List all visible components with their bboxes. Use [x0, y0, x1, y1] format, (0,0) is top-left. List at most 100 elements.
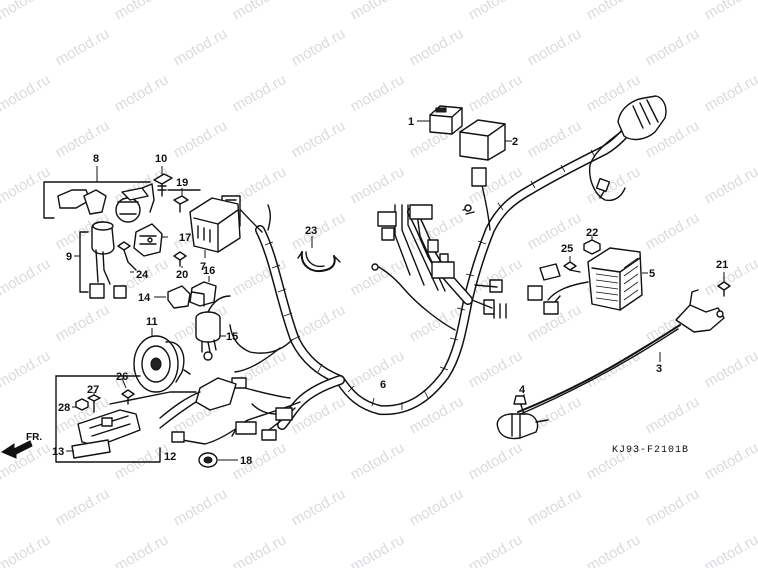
- callout-20: 20: [176, 269, 188, 281]
- watermark-text: motod.ru: [0, 163, 53, 207]
- callout-26: 26: [116, 371, 128, 383]
- part-12-handlebar-switch: [55, 375, 237, 463]
- watermark-text: motod.ru: [584, 531, 644, 568]
- watermark-text: motod.ru: [348, 163, 408, 207]
- watermark-text: motod.ru: [348, 531, 408, 568]
- watermark-text: motod.ru: [171, 485, 231, 529]
- callout-3: 3: [656, 363, 662, 375]
- front-direction-arrow: FR.: [0, 432, 42, 459]
- watermark-text: motod.ru: [171, 25, 231, 69]
- callout-23: 23: [305, 225, 317, 237]
- part-27-screw: [87, 392, 101, 413]
- watermark-text: motod.ru: [702, 439, 758, 483]
- part-11-horn: [133, 328, 191, 393]
- callout-labels: 1 2 3 4 5 6 7 8 9 10 11 12 13 14 15 16 1…: [52, 116, 728, 467]
- callout-6: 6: [380, 379, 386, 391]
- watermark-text: motod.ru: [112, 0, 172, 23]
- watermark-text: motod.ru: [289, 485, 349, 529]
- callout-7: 7: [200, 261, 206, 273]
- part-8-ignition-switch: [43, 166, 155, 223]
- watermark-text: motod.ru: [230, 531, 290, 568]
- watermark-text: motod.ru: [348, 347, 408, 391]
- callout-14: 14: [138, 292, 151, 304]
- harness-end-boot: [617, 95, 667, 141]
- part-28-nut: [72, 398, 89, 411]
- watermark-text: motod.ru: [112, 531, 172, 568]
- main-wire-harness: [171, 95, 667, 445]
- callout-15: 15: [226, 331, 238, 343]
- watermark-text: motod.ru: [643, 393, 703, 437]
- callout-9: 9: [66, 251, 72, 263]
- callout-16: 16: [203, 265, 215, 277]
- callout-28: 28: [58, 402, 70, 414]
- watermark-text: motod.ru: [407, 25, 467, 69]
- watermark-text: motod.ru: [407, 485, 467, 529]
- watermark-text: motod.ru: [53, 117, 113, 161]
- watermark-text: motod.ru: [348, 255, 408, 299]
- callout-1: 1: [408, 116, 414, 128]
- watermark-text: motod.ru: [53, 301, 113, 345]
- part-23-band: [297, 236, 341, 272]
- part-18-grommet: [198, 452, 238, 468]
- watermark-text: motod.ru: [289, 25, 349, 69]
- watermark-text: motod.ru: [466, 71, 526, 115]
- part-26-bolt: [121, 377, 135, 405]
- part-20-screw: [173, 251, 187, 268]
- watermark-text: motod.ru: [702, 163, 758, 207]
- watermark-text: motod.ru: [289, 117, 349, 161]
- callout-11: 11: [146, 316, 158, 328]
- watermark-text: motod.ru: [53, 25, 113, 69]
- watermark-text: motod.ru: [702, 0, 758, 23]
- callout-13: 13: [52, 446, 64, 458]
- watermark-text: motod.ru: [0, 255, 53, 299]
- part-3-cable: [515, 289, 725, 417]
- watermark-text: motod.ru: [0, 347, 53, 391]
- part-4-switch: [496, 394, 549, 440]
- part-16-relay: [189, 276, 217, 307]
- part-22-nut: [583, 236, 601, 255]
- watermark-text: motod.ru: [348, 439, 408, 483]
- watermark-text: motod.ru: [466, 531, 526, 568]
- watermark-text: motod.ru: [525, 117, 585, 161]
- watermark-text: motod.ru: [643, 25, 703, 69]
- part-21-bolt: [717, 272, 731, 297]
- watermark-text: motod.ru: [53, 485, 113, 529]
- callout-8: 8: [93, 153, 99, 165]
- callout-18: 18: [240, 455, 252, 467]
- callout-24: 24: [136, 269, 149, 281]
- watermark-text: motod.ru: [0, 531, 53, 568]
- watermark-text: motod.ru: [702, 255, 758, 299]
- watermark-text: motod.ru: [230, 71, 290, 115]
- watermark-text: motod.ru: [466, 0, 526, 23]
- part-24-screw: [117, 241, 137, 273]
- part-13-cover: [66, 439, 111, 459]
- callout-27: 27: [87, 384, 99, 396]
- front-direction-label: FR.: [26, 432, 42, 443]
- watermark-text: motod.ru: [466, 439, 526, 483]
- part-7-fuse-box: [167, 189, 241, 258]
- watermark-text: motod.ru: [525, 485, 585, 529]
- part-9-key-switch: [74, 221, 127, 299]
- callout-25: 25: [561, 243, 573, 255]
- callout-21: 21: [716, 259, 728, 271]
- callout-2: 2: [512, 136, 518, 148]
- callout-4: 4: [519, 384, 526, 396]
- part-19-bolt: [173, 188, 189, 213]
- figure-code: KJ93-F2101B: [612, 445, 689, 456]
- callout-12: 12: [164, 451, 176, 463]
- callout-10: 10: [155, 153, 167, 165]
- watermark-text: motod.ru: [230, 0, 290, 23]
- watermark-text: motod.ru: [348, 0, 408, 23]
- watermark-text: motod.ru: [289, 209, 349, 253]
- watermark-text: motod.ru: [525, 209, 585, 253]
- callout-22: 22: [586, 227, 598, 239]
- watermark-text: motod.ru: [230, 439, 290, 483]
- part-5-regulator: [527, 247, 648, 315]
- watermark-text: motod.ru: [112, 71, 172, 115]
- part-1-relay: [417, 105, 463, 135]
- part-10-screw: [153, 166, 173, 197]
- watermark-text: motod.ru: [171, 117, 231, 161]
- watermark-text: motod.ru: [466, 347, 526, 391]
